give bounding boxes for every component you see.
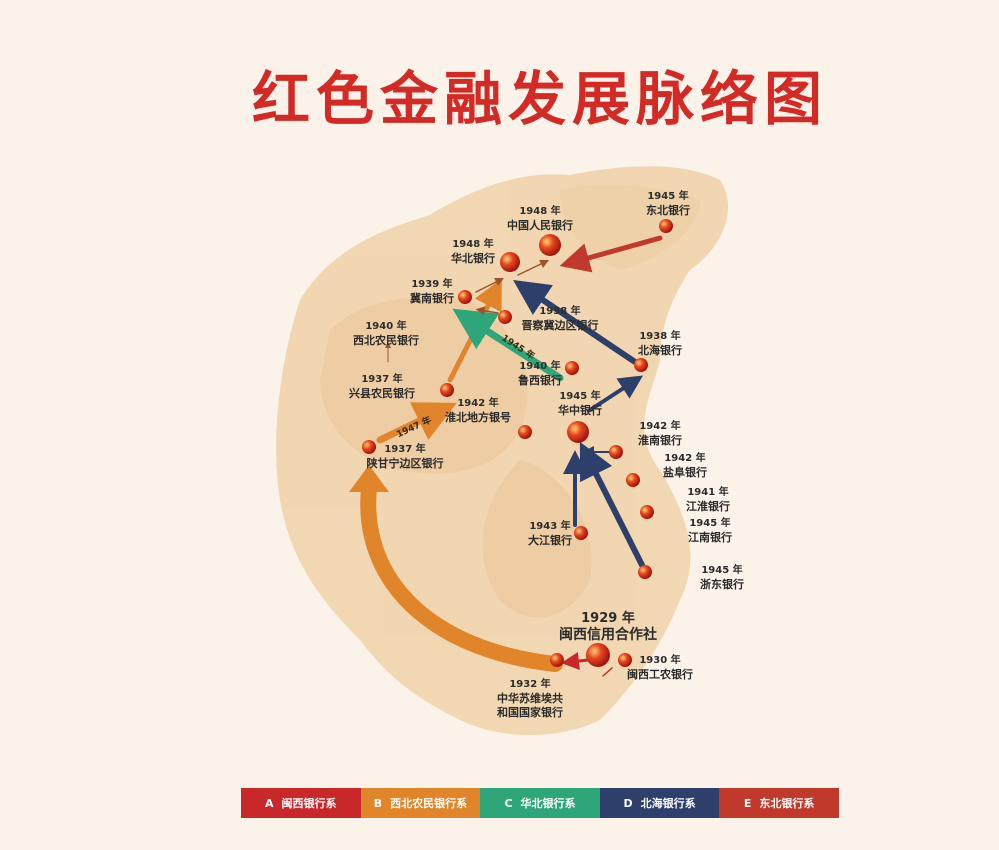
bank-year: 1939 年	[411, 279, 453, 290]
bank-year: 1940 年	[365, 321, 407, 332]
arrow-navy-beihai	[513, 279, 638, 365]
page-title: 红色金融发展脉络图	[251, 65, 828, 133]
bank-year: 1932 年	[509, 679, 551, 690]
bank-year: 1942 年	[664, 453, 706, 464]
bank-year: 1938 年	[539, 306, 581, 317]
legend-label: 华北银行系	[520, 797, 576, 810]
bank-year: 1937 年	[384, 444, 426, 455]
bank-name: 华中银行	[558, 404, 602, 417]
legend-item: E 东北银行系	[719, 788, 839, 818]
bank-nodes	[362, 219, 673, 667]
bank-label: 1929 年闽西信用合作社	[559, 610, 657, 644]
bank-label: 1945 年东北银行	[646, 190, 690, 218]
bank-name: 西北农民银行	[353, 334, 419, 347]
legend-letter: B	[373, 796, 383, 810]
bank-label: 1942 年盐阜银行	[663, 452, 707, 480]
bank-name: 江淮银行	[686, 500, 730, 513]
bank-year: 1942 年	[457, 398, 499, 409]
bank-name: 淮北地方银号	[445, 411, 511, 424]
legend-label: 闽西银行系	[281, 797, 337, 810]
bank-label: 1945 年浙东银行	[700, 564, 744, 592]
legend-item: B 西北农民银行系	[360, 788, 481, 818]
bank-name: 兴县农民银行	[349, 387, 415, 400]
bank-name: 晋察冀边区银行	[521, 319, 599, 332]
bank-year: 1942 年	[639, 421, 681, 432]
bank-label: 1937 年兴县农民银行	[349, 373, 415, 401]
bank-label: 1940 年西北农民银行	[353, 320, 419, 348]
bank-label: 1941 年江淮银行	[686, 486, 730, 514]
bank-year: 1941 年	[687, 487, 729, 498]
bank-label: 1942 年淮南银行	[638, 420, 682, 448]
bank-year: 1930 年	[639, 655, 681, 666]
bank-year: 1948 年	[519, 206, 561, 217]
bank-year: 1929 年	[581, 611, 635, 626]
legend-letter: A	[265, 796, 274, 810]
bank-name: 鲁西银行	[518, 374, 562, 387]
bank-name: 冀南银行	[410, 292, 454, 305]
bank-name: 华北银行	[451, 252, 495, 265]
bank-name: 盐阜银行	[663, 466, 707, 479]
bank-label: 1943 年大江银行	[528, 520, 572, 548]
arrow-red-minxi	[561, 652, 590, 670]
bank-year: 1938 年	[639, 331, 681, 342]
bank-year: 1948 年	[452, 239, 494, 250]
bank-label: 1930 年闽西工农银行	[627, 654, 693, 682]
bank-name: 陕甘宁边区银行	[366, 457, 444, 470]
bank-year: 1937 年	[361, 374, 403, 385]
bank-name: 闽西工农银行	[627, 668, 693, 681]
arrow-green-1945	[452, 308, 564, 382]
bank-name: 中国人民银行	[507, 219, 573, 232]
arrow-orange-1947	[376, 402, 457, 444]
legend-letter: D	[623, 796, 633, 810]
bank-year: 1943 年	[529, 521, 571, 532]
bank-name: 中华苏维埃共和国国家银行	[497, 692, 563, 719]
bank-year: 1945 年	[701, 565, 743, 576]
bank-name: 东北银行	[646, 204, 690, 217]
bank-year: 1945 年	[689, 518, 731, 529]
bank-label: 1945 年华中银行	[558, 390, 602, 418]
legend: A 闽西银行系 B 西北农民银行系 C 华北银行系 D 北海银行系 E 东北银行系	[241, 788, 839, 818]
bank-year: 1940 年	[519, 361, 561, 372]
bank-label: 1938 年晋察冀边区银行	[522, 305, 599, 333]
arrow-navy-huazhong	[588, 375, 644, 412]
legend-label: 西北农民银行系	[390, 797, 468, 810]
bank-name: 浙东银行	[700, 578, 744, 591]
legend-item: C 华北银行系	[480, 788, 600, 818]
legend-item: D 北海银行系	[599, 788, 720, 818]
bank-name: 大江银行	[528, 534, 572, 547]
legend-item: A 闽西银行系	[241, 788, 361, 818]
bank-label: 1937 年陕甘宁边区银行	[367, 443, 444, 471]
arrows	[349, 235, 663, 677]
bank-label: 1948 年华北银行	[451, 238, 495, 266]
bank-label: 1942 年淮北地方银号	[445, 397, 511, 425]
arrow-orange-long-march	[360, 480, 563, 672]
legend-letter: E	[743, 796, 752, 810]
bank-name: 北海银行	[638, 344, 682, 357]
legend-letter: C	[504, 796, 513, 810]
bank-name: 江南银行	[688, 531, 732, 544]
bank-year: 1945 年	[559, 391, 601, 402]
bank-label: 1945 年江南银行	[688, 517, 732, 545]
legend-label: 北海银行系	[640, 797, 696, 810]
arrow-navy-zhedong	[579, 441, 645, 568]
bank-label: 1940 年鲁西银行	[518, 360, 562, 388]
bank-label: 1948 年中国人民银行	[507, 205, 573, 233]
bank-label: 1939 年冀南银行	[410, 278, 454, 306]
bank-name: 闽西信用合作社	[559, 627, 657, 643]
arrow-red-dongbei	[559, 235, 663, 273]
bank-label: 1932 年中华苏维埃共和国国家银行	[495, 678, 565, 720]
bank-name: 淮南银行	[638, 434, 682, 447]
bank-year: 1945 年	[647, 191, 689, 202]
bank-label: 1938 年北海银行	[638, 330, 682, 358]
legend-label: 东北银行系	[759, 797, 815, 810]
